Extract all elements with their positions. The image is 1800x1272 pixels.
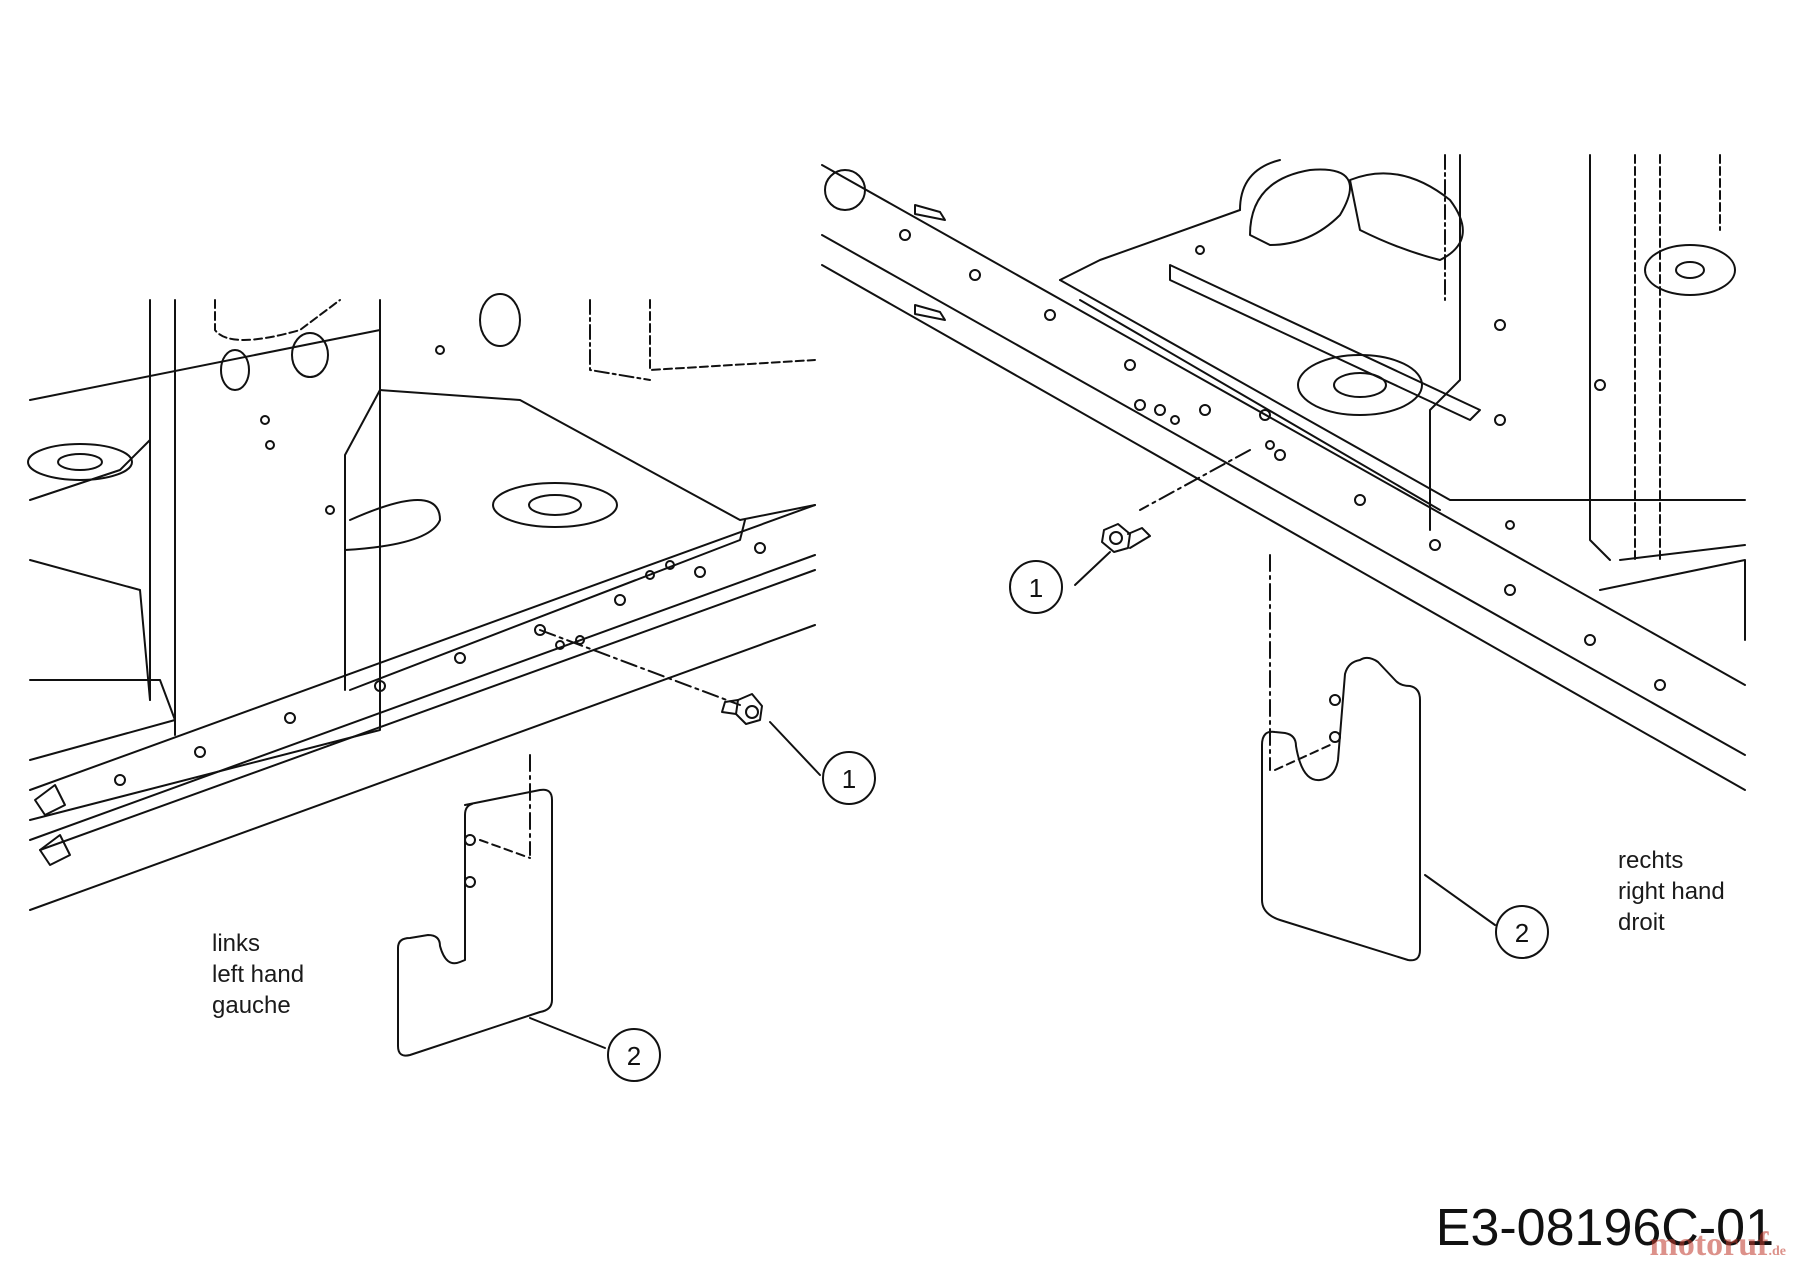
left-guard-plate <box>397 788 553 1057</box>
right-frame-assembly <box>821 154 1746 962</box>
svg-text:1: 1 <box>1029 573 1043 603</box>
left-label-en: left hand <box>212 961 305 988</box>
svg-text:2: 2 <box>627 1041 641 1071</box>
right-label-fr: droit <box>1618 909 1665 936</box>
left-label-de: links <box>212 930 261 957</box>
svg-text:1: 1 <box>842 764 856 794</box>
drawing-number: E3-08196C-01 <box>1435 1199 1774 1257</box>
callout-right-2: 2 <box>1495 905 1549 959</box>
watermark-logo: motoruf.de <box>1649 1226 1786 1263</box>
right-guard-plate <box>1261 656 1421 962</box>
left-bolt <box>721 693 763 725</box>
svg-text:2: 2 <box>1515 918 1529 948</box>
callout-right-1: 1 <box>1009 560 1063 614</box>
left-label-fr: gauche <box>212 992 291 1019</box>
callout-left-2: 2 <box>607 1028 661 1082</box>
left-side-label: links left hand gauche <box>212 928 304 1021</box>
right-label-en: right hand <box>1618 878 1725 905</box>
callout-left-1: 1 <box>822 751 876 805</box>
left-frame-assembly <box>27 293 821 1057</box>
right-side-label: rechts right hand droit <box>1618 845 1725 938</box>
right-label-de: rechts <box>1618 847 1684 874</box>
right-bolt <box>1101 523 1151 553</box>
